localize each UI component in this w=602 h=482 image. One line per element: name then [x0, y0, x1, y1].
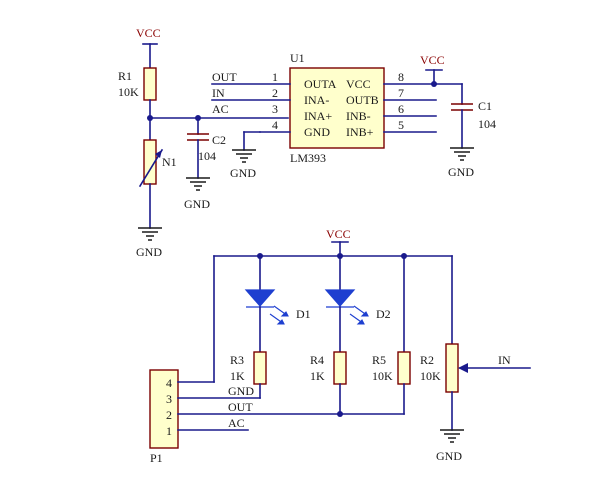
net-ac-u1: AC [212, 102, 229, 116]
junction-out [337, 411, 343, 417]
led-d1: D1 [244, 255, 311, 353]
capacitor-c1: C1 104 [451, 83, 496, 149]
net-in-r2: IN [498, 353, 511, 367]
connector-p1: P1 4 3 2 1 GND OUT AC [149, 369, 405, 465]
p1-pin4-num: 4 [166, 376, 172, 390]
vcc-label-r1: VCC [136, 26, 161, 40]
vcc-symbol-r1: VCC [136, 26, 161, 69]
u1-pin5-num: 5 [398, 118, 404, 132]
u1-pin6-name: INB- [346, 109, 371, 123]
u1-pin2-name: INA- [304, 93, 329, 107]
vcc-symbol-bottom: VCC [326, 227, 351, 257]
p1-pin3-num: 3 [166, 392, 172, 406]
gnd-label-c1: GND [448, 165, 474, 179]
u1-part: LM393 [290, 151, 326, 165]
gnd-symbol-r2: GND [436, 429, 464, 463]
c1-ref: C1 [478, 99, 492, 113]
u1-pin3-num: 3 [272, 102, 278, 116]
u1-pin1-num: 1 [272, 70, 278, 84]
u1-pin1-name: OUTA [304, 77, 337, 91]
gnd-symbol-u1: GND [230, 149, 256, 180]
d1-ref: D1 [296, 307, 311, 321]
u1-pin4-name: GND [304, 125, 330, 139]
p1-pin1-num: 1 [166, 424, 172, 438]
u1-pin7-num: 7 [398, 86, 404, 100]
gnd-label-u1: GND [230, 166, 256, 180]
u1-pin5-name: INB+ [346, 125, 374, 139]
net-gnd-p1: GND [228, 384, 254, 398]
resistor-r4: R4 1K [310, 351, 347, 415]
r5-ref: R5 [372, 353, 386, 367]
n1-ref: N1 [162, 155, 177, 169]
u1-pin3-name: INA+ [304, 109, 332, 123]
gnd-symbol-n1: GND [136, 227, 162, 259]
net-ac-p1: AC [228, 416, 245, 430]
vcc-label-bottom: VCC [326, 227, 351, 241]
c2-ref: C2 [212, 133, 226, 147]
u1-pin8-num: 8 [398, 70, 404, 84]
gnd-label-n1: GND [136, 245, 162, 259]
net-out-p1: OUT [228, 400, 253, 414]
u1-pin8-name: VCC [346, 77, 371, 91]
u1-pin2-num: 2 [272, 86, 278, 100]
ic-u1: U1 LM393 [211, 51, 437, 165]
net-out-u1: OUT [212, 70, 237, 84]
net-in-u1: IN [212, 86, 225, 100]
d2-ref: D2 [376, 307, 391, 321]
r5-value: 10K [372, 369, 393, 383]
r4-value: 1K [310, 369, 325, 383]
u1-ref: U1 [290, 51, 305, 65]
r1-ref: R1 [118, 69, 132, 83]
c2-value: 104 [198, 149, 216, 163]
vcc-symbol-u1: VCC [420, 53, 445, 85]
r3-ref: R3 [230, 353, 244, 367]
r1-value: 10K [118, 85, 139, 99]
r4-ref: R4 [310, 353, 324, 367]
gnd-label-r2: GND [436, 449, 462, 463]
potentiometer-r2: R2 10K IN [420, 255, 531, 431]
gnd-symbol-c2: GND [184, 177, 210, 211]
u1-pin4-num: 4 [272, 118, 278, 132]
c1-value: 104 [478, 117, 496, 131]
led-d2: D2 [324, 255, 391, 353]
u1-pin7-name: OUTB [346, 93, 379, 107]
resistor-r1: R1 10K [118, 67, 157, 119]
vcc-label-u1: VCC [420, 53, 445, 67]
resistor-r3: R3 1K [230, 351, 267, 399]
r3-value: 1K [230, 369, 245, 383]
gnd-label-c2: GND [184, 197, 210, 211]
thermistor-n1: N1 [138, 117, 177, 229]
r2-ref: R2 [420, 353, 434, 367]
u1-pin6-num: 6 [398, 102, 404, 116]
resistor-r5: R5 10K [372, 255, 411, 415]
r2-value: 10K [420, 369, 441, 383]
p1-ref: P1 [150, 451, 163, 465]
capacitor-c2: C2 104 [187, 117, 226, 179]
p1-pin2-num: 2 [166, 408, 172, 422]
gnd-symbol-c1: GND [448, 147, 474, 179]
